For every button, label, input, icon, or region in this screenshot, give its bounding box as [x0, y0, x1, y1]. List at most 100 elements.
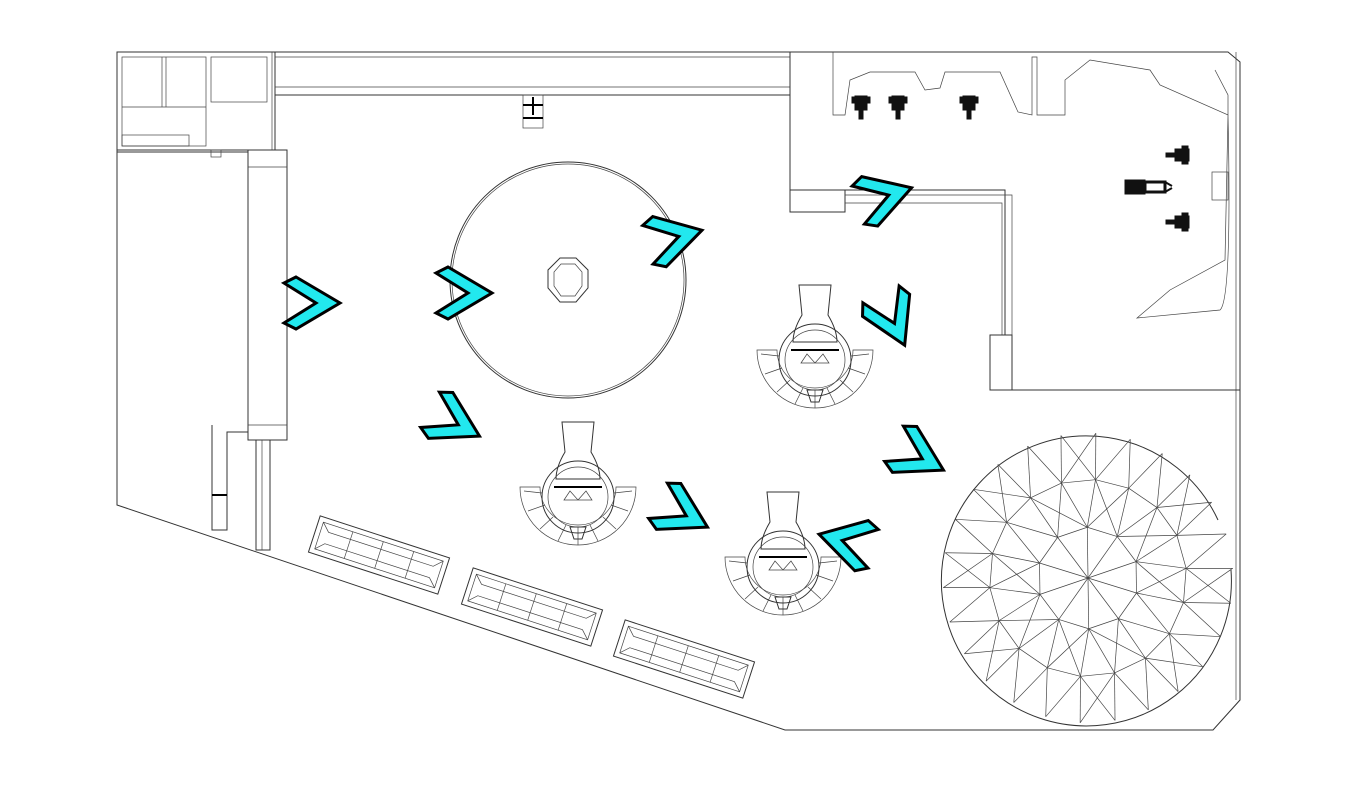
dome-edge [1114, 618, 1119, 673]
dome-edge [999, 619, 1059, 621]
dome-edge [992, 553, 1040, 564]
dome-edge [1145, 657, 1203, 668]
dome-edge [1185, 568, 1232, 604]
dome-edge [1156, 474, 1191, 508]
chevron-arrow-icon [880, 419, 958, 495]
chair-icon [888, 95, 908, 120]
chevron-arrow-icon [282, 275, 342, 331]
dome-edge [1176, 501, 1212, 536]
geodesic-dome-icon [940, 433, 1233, 727]
dome-edge [1018, 594, 1041, 649]
dome-edge [1118, 592, 1137, 619]
dome-edge [997, 464, 1007, 523]
equipment-icon [1124, 179, 1173, 195]
bench-3 [612, 619, 756, 699]
chair-icon [1165, 145, 1190, 165]
dome-edge [1045, 667, 1048, 717]
chevron-arrow-icon [639, 203, 711, 272]
dome-edge [1088, 628, 1115, 674]
dome-edge [1079, 672, 1115, 723]
dome-edge [1145, 633, 1170, 659]
dome-edge [989, 587, 1000, 621]
dome-edge [1183, 602, 1231, 604]
dome-edge [998, 594, 1041, 621]
dome-edge [1135, 535, 1178, 562]
dome-edge [985, 648, 1020, 682]
dome-edge [1135, 507, 1158, 562]
dome-edge [1006, 497, 1031, 523]
dome-edge [1117, 535, 1177, 537]
round-platform [449, 161, 687, 399]
dome-edge [1039, 594, 1060, 620]
dome-edge [1169, 633, 1221, 638]
dome-edge [1095, 479, 1129, 489]
dome-edge [1156, 507, 1178, 536]
dome-edge [1039, 577, 1089, 595]
dome-edge [1116, 488, 1130, 537]
dome-edge [1128, 487, 1158, 508]
bench-2 [460, 567, 604, 647]
dome-edge [1039, 562, 1089, 579]
dome-edge [1087, 577, 1119, 619]
bench-1 [307, 515, 451, 595]
dome-edge [1080, 676, 1116, 721]
dome-edge [949, 587, 991, 623]
dome-edge [1176, 533, 1227, 536]
dome-edge [1185, 533, 1227, 569]
dome-edge [1135, 561, 1184, 603]
dome-edge [1128, 453, 1163, 489]
dome-edge [1086, 479, 1096, 528]
dome-edge [1080, 672, 1115, 677]
dome-edge [1087, 536, 1118, 579]
chevron-arrow-icon [416, 385, 494, 461]
dome-edge [1060, 435, 1096, 480]
octagon-table-icon [547, 257, 589, 303]
dome-edge [1136, 568, 1187, 594]
dome-edge [1156, 501, 1212, 508]
dome-edge [1136, 592, 1170, 634]
dome-edge [1057, 483, 1062, 538]
dome-edge [1183, 568, 1187, 603]
dome-edge [1145, 657, 1179, 692]
dome-edge [1030, 497, 1058, 538]
dome-edge [964, 620, 1000, 655]
outer-wall [116, 51, 1241, 731]
dome-edge [1030, 497, 1088, 528]
chair-icon [959, 95, 979, 120]
dome-edge [1057, 526, 1088, 538]
dome-edge [1061, 433, 1097, 484]
dome-edge [1058, 619, 1081, 677]
dome-edge [1061, 479, 1096, 484]
kiosk-2 [519, 421, 637, 546]
dome-edge [1114, 657, 1146, 674]
dome-edge [997, 464, 1031, 499]
dome-edge [1145, 658, 1149, 710]
chevron-arrow-icon [434, 265, 494, 321]
dome-edge [1118, 618, 1146, 659]
dome-edge [1087, 526, 1118, 537]
dome-edge [1088, 618, 1119, 630]
dome-edge [945, 552, 993, 554]
dome-edge [1058, 577, 1089, 620]
chevron-arrow-icon [644, 476, 722, 552]
chair-icon [1165, 212, 1190, 232]
dome-edge [1027, 446, 1031, 498]
dome-edge [1045, 676, 1081, 717]
kiosk-3 [724, 491, 842, 616]
dome-edge [1087, 577, 1090, 629]
dome-edge [1087, 487, 1129, 528]
dome-edge [1013, 667, 1048, 703]
dome-edge [1039, 537, 1058, 564]
dome-edge [1061, 482, 1088, 528]
chevron-arrow-icon [810, 507, 882, 576]
chair-icon [851, 95, 871, 120]
dome-edge [1006, 521, 1058, 538]
dome-edge [1136, 592, 1184, 603]
chevron-arrow-icon [848, 161, 922, 232]
dome-edge [1018, 648, 1048, 669]
dome-edge [992, 522, 1007, 554]
dome-edge [1095, 479, 1118, 537]
dome-edge [1046, 619, 1060, 668]
dome-edge [944, 552, 991, 588]
